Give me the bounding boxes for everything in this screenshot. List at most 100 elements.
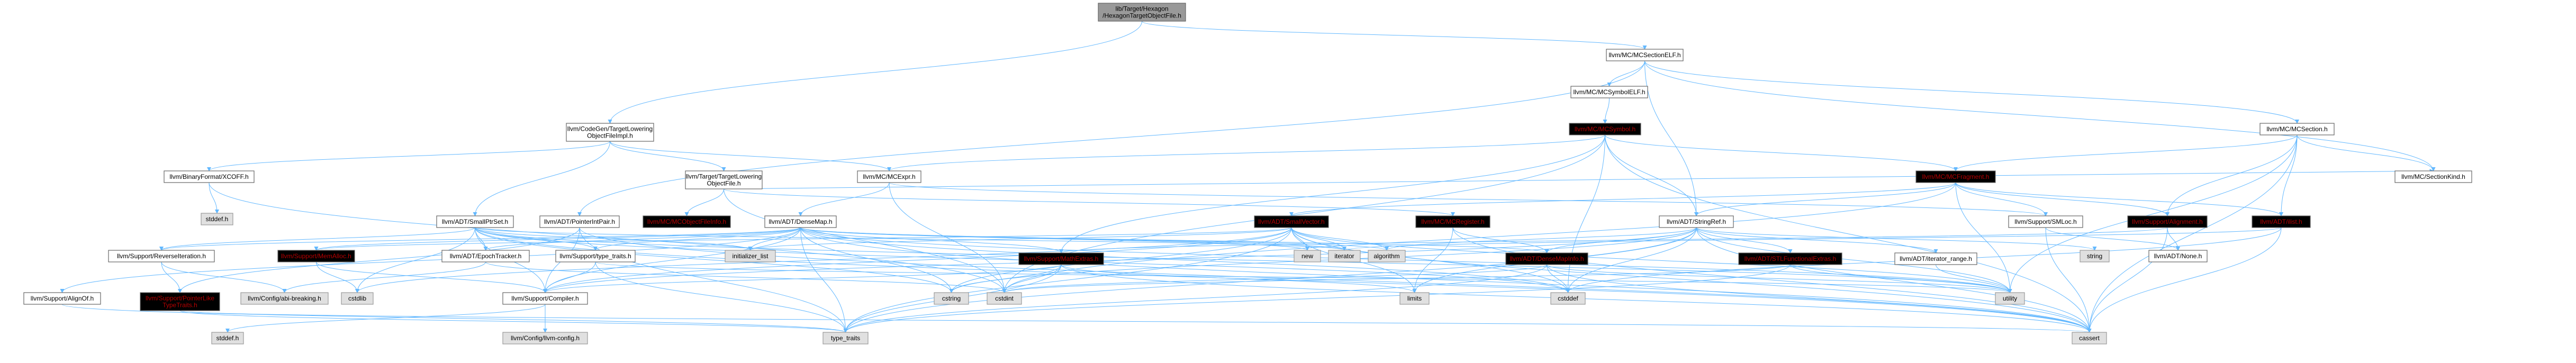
node-stlfunc[interactable]: llvm/ADT/STLFunctionalExtras.h (1738, 252, 1842, 265)
edge-mcsymbol-to-cassert (1605, 134, 2092, 333)
node-none[interactable]: llvm/ADT/None.h (2148, 250, 2208, 262)
node-new_h[interactable]: new (1294, 250, 1321, 262)
node-label: llvm/Support/Compiler.h (511, 295, 579, 302)
node-abibreaking[interactable]: llvm/Config/abi-breaking.h (240, 292, 329, 305)
node-label: type_traits (831, 334, 860, 342)
edge-smloc-to-cassert (2045, 227, 2092, 333)
edge-epochtracker-to-cstdint (485, 261, 1007, 293)
node-label: llvm/Config/llvm-config.h (511, 334, 580, 342)
node-box (1098, 3, 1186, 22)
node-label: llvm/MC/MCSymbol.h (1575, 125, 1635, 133)
edge-mcsection-to-mcfragment (1954, 134, 2298, 171)
node-box (2127, 215, 2208, 228)
node-secelf[interactable]: llvm/MC/MCSectionELF.h (1606, 49, 1684, 61)
node-cstddef[interactable]: cstddef (1550, 292, 1586, 305)
node-sectionkind[interactable]: llvm/MC/SectionKind.h (2394, 170, 2472, 183)
edge-mcsymbol-to-mcexpr (887, 134, 1605, 171)
edge-alignment-to-mathextras (1059, 227, 2168, 253)
edge-densemap-to-new_h (800, 227, 1309, 251)
node-epochtracker[interactable]: llvm/ADT/EpochTracker.h (441, 250, 530, 262)
node-compiler[interactable]: llvm/Support/Compiler.h (502, 292, 588, 305)
node-box (539, 215, 620, 228)
edge-mcexpr-to-densemap (798, 182, 890, 216)
edge-symelf-to-mcsymbol (1603, 97, 1610, 124)
node-box (1995, 292, 2025, 305)
edge-smallvector-to-memalloc (314, 227, 1292, 251)
node-reverseiter[interactable]: llvm/Support/ReverseIteration.h (108, 250, 215, 262)
node-tlofimpl[interactable]: llvm/CodeGen/TargetLoweringObjectFileImp… (566, 123, 654, 142)
node-box (1569, 123, 1641, 135)
node-box (341, 292, 374, 305)
node-label: new (1301, 252, 1313, 260)
node-ilist[interactable]: llvm/ADT/ilist.h (2252, 215, 2311, 228)
node-typetraits_s[interactable]: llvm/Support/type_traits.h (555, 250, 636, 262)
node-type_traits[interactable]: type_traits (822, 332, 869, 344)
node-mcsymbol[interactable]: llvm/MC/MCSymbol.h (1569, 123, 1641, 135)
node-stddef2[interactable]: stddef.h (211, 332, 244, 344)
node-utility[interactable]: utility (1995, 292, 2025, 305)
node-box (685, 170, 763, 189)
node-iterator[interactable]: iterator (1328, 250, 1361, 262)
node-binformat[interactable]: llvm/BinaryFormat/XCOFF.h (164, 170, 255, 183)
node-label: llvm/MC/MCRegister.h (1421, 218, 1484, 225)
node-alignment[interactable]: llvm/Support/Alignment.h (2127, 215, 2208, 228)
node-smallptrset[interactable]: llvm/ADT/SmallPtrSet.h (436, 215, 514, 228)
node-box (2080, 250, 2110, 262)
node-smallvector[interactable]: llvm/ADT/SmallVector.h (1254, 215, 1329, 228)
node-densemapinfo[interactable]: llvm/ADT/DenseMapInfo.h (1505, 252, 1588, 265)
node-string_h[interactable]: string (2080, 250, 2110, 262)
node-label: llvm/Support/SMLoc.h (2014, 218, 2076, 225)
node-label: llvm/MC/MCExpr.h (863, 173, 915, 180)
edge-typetraits_s-to-utility (595, 261, 2012, 293)
node-cassert[interactable]: cassert (2072, 332, 2107, 344)
edge-memalloc-to-cstdlib (316, 261, 359, 293)
node-label: llvm/ADT/StringRef.h (1667, 218, 1726, 225)
edge-smloc-to-none (2045, 227, 2180, 251)
node-box (240, 292, 329, 305)
edge-smallvector-to-initlist (748, 227, 1292, 251)
edge-alignment-to-cassert (2087, 227, 2168, 333)
edge-stringref-to-cstddef (1566, 227, 1697, 293)
edge-densemap-to-reverseiter (159, 227, 801, 251)
edge-tlof-to-mcregister (724, 188, 1455, 216)
node-label: llvm/MC/MCSymbolELF.h (1573, 88, 1645, 96)
node-mcregister[interactable]: llvm/MC/MCRegister.h (1415, 215, 1490, 228)
node-alignof[interactable]: llvm/Support/AlignOf.h (23, 292, 101, 305)
node-iterrange[interactable]: llvm/ADT/iterator_range.h (1894, 252, 1977, 265)
node-densemap[interactable]: llvm/ADT/DenseMap.h (764, 215, 837, 228)
edge-mcsymbol-to-cstdint (1002, 134, 1605, 293)
node-mcexpr[interactable]: llvm/MC/MCExpr.h (857, 170, 921, 183)
edge-smallvector-to-compiler (543, 227, 1292, 293)
edge-densemap-to-epochtracker (483, 227, 801, 251)
edge-compiler-to-stddef2 (225, 304, 546, 333)
node-cstdlib[interactable]: cstdlib (341, 292, 374, 305)
node-box (2148, 250, 2208, 262)
node-smloc[interactable]: llvm/Support/SMLoc.h (2008, 215, 2083, 228)
edge-stringref-to-algorithm (1385, 227, 1697, 251)
edge-stringref-to-compiler (543, 227, 1697, 293)
edge-smallvector-to-cstdlib (355, 227, 1292, 293)
node-label: llvm/Support/ReverseIteration.h (117, 252, 206, 260)
node-label: llvm/Target/TargetLowering (686, 173, 762, 180)
node-stddef_h[interactable]: stddef.h (201, 213, 233, 225)
node-algorithm[interactable]: algorithm (1368, 250, 1406, 262)
node-limits[interactable]: limits (1399, 292, 1430, 305)
node-ptrpair[interactable]: llvm/ADT/PointerIntPair.h (539, 215, 620, 228)
node-box (502, 332, 588, 344)
node-stringref[interactable]: llvm/ADT/StringRef.h (1659, 215, 1734, 228)
node-cstring[interactable]: cstring (934, 292, 969, 305)
node-mcfragment[interactable]: llvm/MC/MCFragment.h (1915, 170, 1996, 183)
node-symelf[interactable]: llvm/MC/MCSymbolELF.h (1570, 86, 1648, 98)
node-memalloc[interactable]: llvm/Support/MemAlloc.h (277, 250, 355, 262)
node-mathextras[interactable]: llvm/Support/MathExtras.h (1018, 252, 1104, 265)
node-root[interactable]: lib/Target/Hexagon/HexagonTargetObjectFi… (1098, 3, 1186, 22)
node-mcsection[interactable]: llvm/MC/MCSection.h (2259, 123, 2335, 135)
node-initlist[interactable]: initializer_list (725, 250, 776, 262)
edge-root-to-tlofimpl (608, 21, 1142, 124)
node-cstdint[interactable]: cstdint (987, 292, 1022, 305)
node-objfileinfo[interactable]: llvm/MC/MCObjectFileInfo.h (643, 215, 731, 228)
edge-root-to-secelf (1142, 21, 1647, 50)
node-llvmconfig[interactable]: llvm/Config/llvm-config.h (502, 332, 588, 344)
